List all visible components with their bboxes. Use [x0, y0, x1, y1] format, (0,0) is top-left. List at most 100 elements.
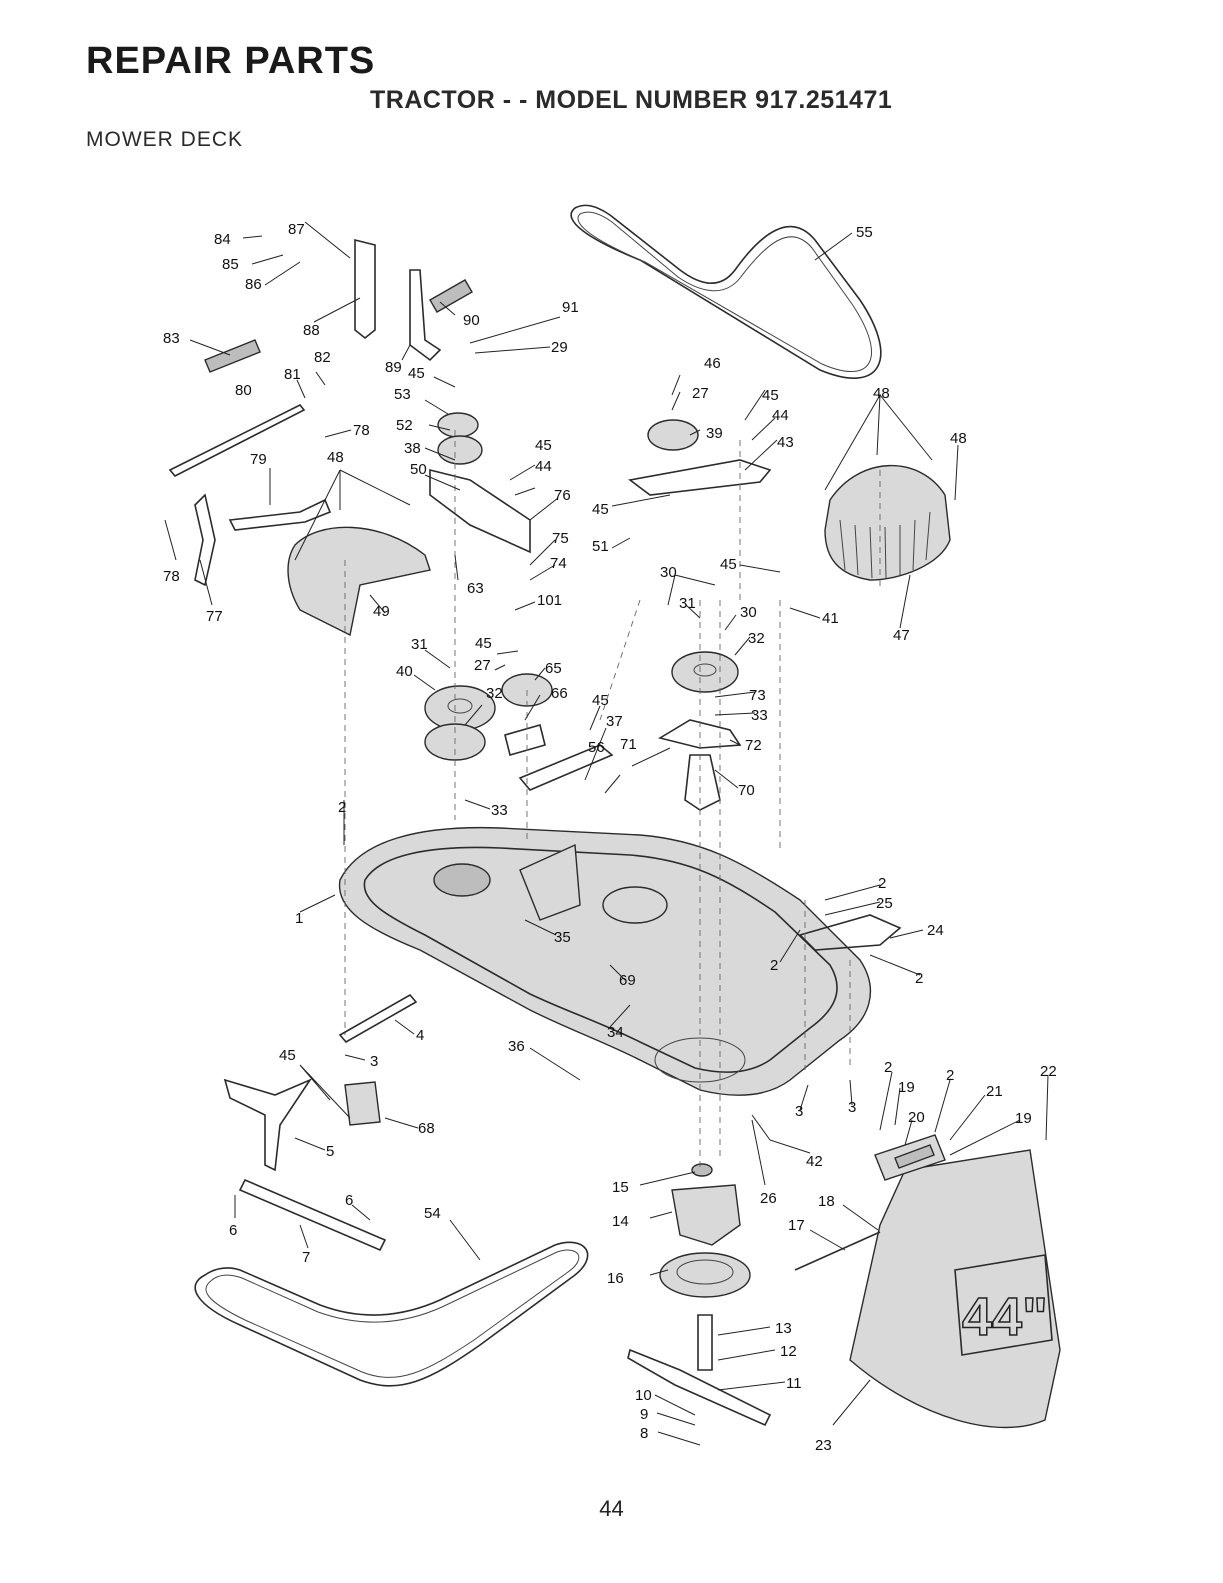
model-subtitle: TRACTOR - - MODEL NUMBER 917.251471 — [370, 86, 893, 114]
callout-8-c8: 8 — [640, 1425, 648, 1442]
spindle-ring-16 — [659, 1252, 751, 1298]
lever-89 — [409, 269, 442, 362]
callout-80-c80: 80 — [235, 382, 252, 399]
belt-cover-47-ribs — [839, 511, 931, 579]
callout-76-c76: 76 — [554, 487, 571, 504]
bracket-88 — [354, 238, 376, 340]
callout-23-c23: 23 — [815, 1437, 832, 1454]
spring-83 — [204, 339, 261, 373]
callout-39-c39: 39 — [706, 425, 723, 442]
callout-30-c30a: 30 — [660, 564, 677, 581]
callout-84-c84: 84 — [214, 231, 231, 248]
callout-87-c87: 87 — [288, 221, 305, 238]
callout-54-c54: 54 — [424, 1205, 441, 1222]
callout-78-c78a: 78 — [353, 422, 370, 439]
callout-3-c3a: 3 — [370, 1053, 378, 1070]
callout-18-c18: 18 — [818, 1193, 835, 1210]
callout-4-c4: 4 — [416, 1027, 424, 1044]
lever-77 — [194, 493, 216, 587]
rod-80 — [168, 403, 306, 478]
callout-74-c74: 74 — [550, 555, 567, 572]
callout-5-c5: 5 — [326, 1143, 334, 1160]
callout-48-c48a: 48 — [327, 449, 344, 466]
callout-32-c32b: 32 — [748, 630, 765, 647]
callout-19-c19a: 19 — [898, 1079, 915, 1096]
callout-63-c63: 63 — [467, 580, 484, 597]
callout-46-c46: 46 — [704, 355, 721, 372]
spindle-washer-15 — [691, 1163, 713, 1177]
callout-72-c72: 72 — [745, 737, 762, 754]
bracket-68 — [344, 1081, 381, 1126]
callout-25-c25: 25 — [876, 895, 893, 912]
deck-belt-guard — [519, 843, 581, 921]
callout-36-c36: 36 — [508, 1038, 525, 1055]
callout-29-c29: 29 — [551, 339, 568, 356]
callout-13-c13: 13 — [775, 1320, 792, 1337]
callout-44-c44b: 44 — [772, 407, 789, 424]
callout-78-c78b: 78 — [163, 568, 180, 585]
callout-22-c22: 22 — [1040, 1063, 1057, 1080]
callout-83-c83: 83 — [163, 330, 180, 347]
belt-cover-47 — [824, 464, 951, 581]
callout-2-c2b: 2 — [878, 875, 886, 892]
discharge-chute-23 — [849, 1149, 1061, 1429]
leader-lines — [164, 221, 1049, 1446]
pulley-32-right-hub — [693, 663, 717, 677]
spindle-ring-16-inner — [676, 1259, 734, 1285]
callout-91-c91: 91 — [562, 299, 579, 316]
callout-26-c26: 26 — [760, 1190, 777, 1207]
belt-55 — [570, 204, 882, 379]
callout-24-c24: 24 — [927, 922, 944, 939]
callout-2-c2e: 2 — [884, 1059, 892, 1076]
callout-45-c45d: 45 — [592, 692, 609, 709]
callout-49-c49: 49 — [373, 603, 390, 620]
callout-30-c30b: 30 — [740, 604, 757, 621]
link-7 — [238, 1178, 387, 1252]
mower-deck-top — [363, 846, 838, 1073]
bracket-24 — [798, 914, 902, 951]
callout-11-c11: 11 — [786, 1375, 802, 1392]
callout-71-c71: 71 — [620, 736, 637, 753]
callout-56-c56: 56 — [588, 739, 605, 756]
belt-cover-49 — [287, 526, 431, 637]
callout-7-c7: 7 — [302, 1249, 310, 1266]
hinge-rod-17 — [794, 1231, 881, 1271]
bracket-37 — [518, 744, 614, 791]
blade-11 — [627, 1348, 772, 1427]
pulley-52 — [437, 412, 479, 438]
callout-27-c27b: 27 — [692, 385, 709, 402]
assembly-lines — [344, 430, 881, 1170]
callout-45-c45h: 45 — [720, 556, 737, 573]
callout-85-c85: 85 — [222, 256, 239, 273]
bracket-72 — [657, 719, 742, 749]
callout-45-c45f: 45 — [762, 387, 779, 404]
belt-55-inner — [577, 211, 872, 373]
callout-88-c88: 88 — [303, 322, 320, 339]
callout-73-c73: 73 — [749, 687, 766, 704]
callout-45-c45b: 45 — [535, 437, 552, 454]
pulley-40-hub — [447, 698, 473, 714]
bracket-5 — [223, 1078, 313, 1172]
belt-54 — [194, 1241, 589, 1387]
callout-44-c44a: 44 — [535, 458, 552, 475]
callout-27-c27a: 27 — [474, 657, 491, 674]
deck-spindle-left — [433, 863, 491, 897]
callout-9-c9: 9 — [640, 1406, 648, 1423]
callout-40-c40: 40 — [396, 663, 413, 680]
mower-deck-housing — [338, 826, 872, 1096]
lift-link-79 — [228, 498, 332, 531]
callout-43-c43: 43 — [777, 434, 794, 451]
callout-47-c47: 47 — [893, 627, 910, 644]
chute-decal-panel — [954, 1254, 1053, 1356]
callout-42-c42: 42 — [806, 1153, 823, 1170]
callout-21-c21: 21 — [986, 1083, 1003, 1100]
spindle-housing-14 — [671, 1184, 741, 1246]
callout-48-c48b: 48 — [873, 385, 890, 402]
callout-82-c82: 82 — [314, 349, 331, 366]
callout-31-c31a: 31 — [411, 636, 428, 653]
callout-45-c45g: 45 — [592, 501, 609, 518]
bracket-70 — [684, 754, 721, 811]
pulley-38 — [437, 435, 483, 465]
